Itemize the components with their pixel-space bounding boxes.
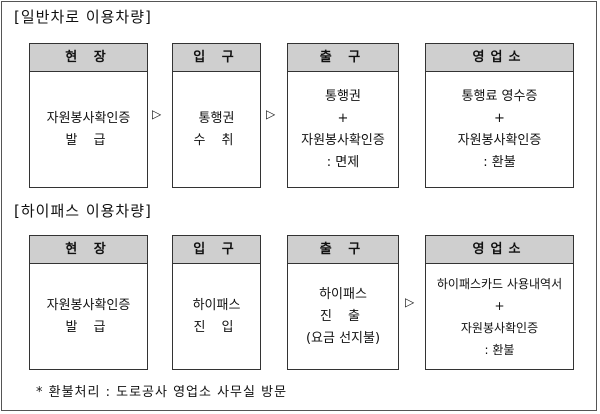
box-line: 통행료 영수증 xyxy=(461,88,538,104)
box-line: 자원봉사확인증 xyxy=(46,110,131,126)
box-hipass-entrance: 입 구 하이패스 진 입 xyxy=(172,235,261,370)
box-general-office: 영업소 통행료 영수증 + 자원봉사확인증 : 환불 xyxy=(425,43,574,188)
box-head: 출 구 xyxy=(288,236,398,264)
box-line: 자원봉사확인증 xyxy=(460,320,539,335)
box-line: + xyxy=(494,110,505,126)
box-line: 자원봉사확인증 xyxy=(46,297,131,313)
box-line: 발 급 xyxy=(65,319,112,335)
box-general-entrance: 입 구 통행권 수 취 xyxy=(172,43,261,188)
box-line: 진 입 xyxy=(193,319,240,335)
box-line: 발 급 xyxy=(65,132,112,148)
box-head: 입 구 xyxy=(173,44,260,72)
section-title-general: [일반차로 이용차량] xyxy=(14,8,152,26)
box-line: + xyxy=(494,298,505,313)
box-line: 자원봉사확인증 xyxy=(457,132,542,148)
box-hipass-office: 영업소 하이패스카드 사용내역서 + 자원봉사확인증 : 환불 xyxy=(425,235,574,370)
arrow-right-icon: ▷ xyxy=(266,107,276,121)
arrow-right-icon: ▷ xyxy=(405,295,415,309)
box-head: 출 구 xyxy=(288,44,398,72)
box-hipass-site: 현 장 자원봉사확인증 발 급 xyxy=(29,235,148,370)
box-hipass-exit: 출 구 하이패스 진 출 (요금 선지불) xyxy=(287,235,399,370)
box-line: 하이패스 xyxy=(192,297,241,313)
section-title-hipass: [하이패스 이용차량] xyxy=(14,202,152,220)
box-general-site: 현 장 자원봉사확인증 발 급 xyxy=(29,43,148,188)
box-line: : 면제 xyxy=(326,154,360,170)
box-head: 입 구 xyxy=(173,236,260,264)
box-line: (요금 선지불) xyxy=(305,330,381,346)
box-line: 통행권 xyxy=(325,88,361,104)
box-line: + xyxy=(337,110,349,126)
box-line: 하이패스 xyxy=(319,286,367,302)
box-general-exit: 출 구 통행권 + 자원봉사확인증 : 면제 xyxy=(287,43,399,188)
box-line: 하이패스카드 사용내역서 xyxy=(436,276,563,291)
box-head: 현 장 xyxy=(30,236,147,264)
box-line: 수 취 xyxy=(193,132,240,148)
box-head: 현 장 xyxy=(30,44,147,72)
footnote: * 환불처리 : 도로공사 영업소 사무실 방문 xyxy=(36,385,288,400)
box-head: 영업소 xyxy=(426,236,573,264)
box-line: : 환불 xyxy=(484,342,515,357)
box-head: 영업소 xyxy=(426,44,573,72)
box-line: 통행권 xyxy=(198,110,235,126)
box-line: 진 출 xyxy=(319,308,367,324)
box-line: 자원봉사확인증 xyxy=(301,132,385,148)
box-line: : 환불 xyxy=(483,154,516,170)
arrow-right-icon: ▷ xyxy=(152,107,162,121)
